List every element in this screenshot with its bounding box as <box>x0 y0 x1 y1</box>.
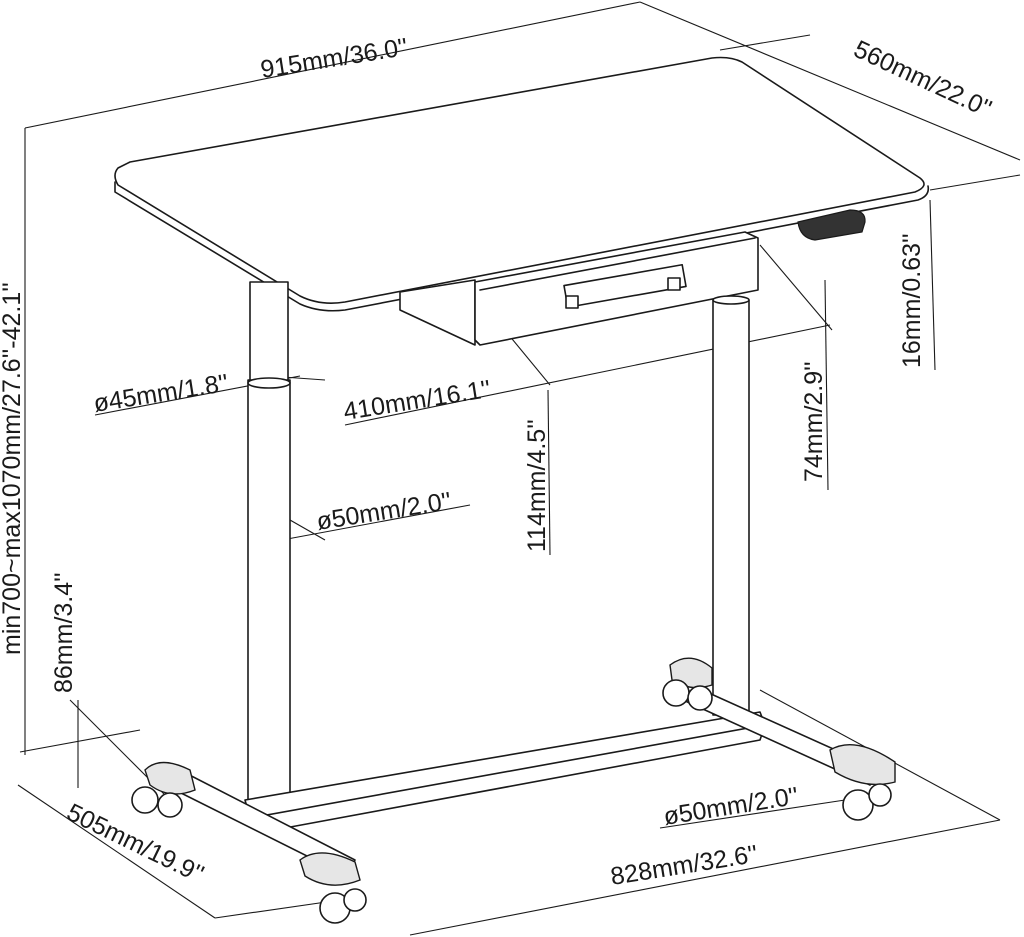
top-thickness-label: 16mm/0.63'' <box>898 233 926 368</box>
control-panel <box>797 209 866 241</box>
depth-label: 560mm/22.0'' <box>849 35 995 123</box>
drawer-depth-height-label: 74mm/2.9'' <box>800 361 828 482</box>
caster-diameter-label: ø50mm/2.0'' <box>662 782 801 831</box>
casters <box>131 657 896 924</box>
caster-back-right <box>829 743 896 821</box>
caster-back-left <box>662 657 713 711</box>
left-leg <box>247 281 291 806</box>
base-depth-label: 505mm/19.9'' <box>62 798 208 888</box>
caster-front-left <box>131 761 196 818</box>
width-label: 915mm/36.0'' <box>259 33 410 84</box>
caster-front-center <box>299 852 367 924</box>
upper-column-diameter-label: ø45mm/1.8'' <box>92 369 231 418</box>
drawer-width-label: 410mm/16.1'' <box>342 375 493 426</box>
desktop <box>114 56 930 312</box>
base <box>154 679 881 876</box>
drawer <box>399 231 759 346</box>
lower-column-diameter-label: ø50mm/2.0'' <box>315 487 454 536</box>
base-width-label: 828mm/32.6'' <box>609 840 760 891</box>
caster-height-label: 86mm/3.4'' <box>50 572 78 693</box>
right-leg <box>712 295 750 716</box>
height-range-label: min700~max1070mm/27.6''-42.1'' <box>0 282 26 655</box>
drawer-height-label: 114mm/4.5'' <box>523 419 551 552</box>
